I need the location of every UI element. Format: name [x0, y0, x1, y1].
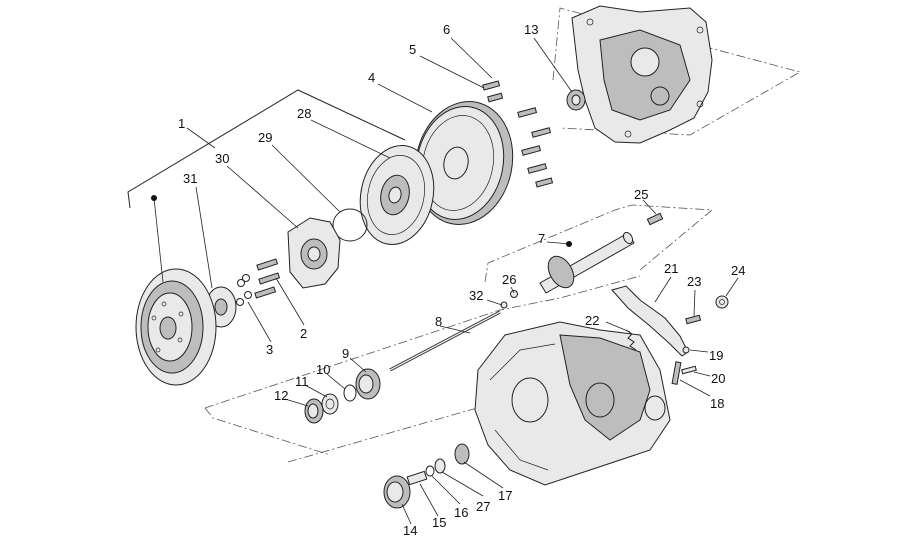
callout-10: 10: [316, 362, 330, 377]
callout-7: 7: [538, 231, 545, 246]
spring-22: [625, 329, 637, 351]
callout-3: 3: [266, 342, 273, 357]
pin-19: [682, 346, 690, 354]
input-shaft-7: [539, 231, 635, 294]
callout-31: 31: [183, 171, 197, 186]
spacer-26: [510, 290, 518, 298]
callout-25: 25: [634, 187, 648, 202]
pin-18: [671, 361, 682, 385]
callout-30: 30: [215, 151, 229, 166]
seal-12: [304, 398, 324, 424]
bearing-14: [383, 475, 411, 509]
leader-lines: [151, 37, 739, 525]
pin-23: [685, 314, 702, 325]
callout-8: 8: [435, 314, 442, 329]
callout-18: 18: [710, 396, 724, 411]
callout-5: 5: [409, 42, 416, 57]
callout-labels: 1 2 3 4 5 6 7 8 9 10 11 12 13 14 15 16 1…: [178, 22, 745, 538]
washers-3: [236, 274, 252, 306]
nut-13: [566, 89, 586, 111]
seal-11: [321, 393, 339, 415]
pin-20: [681, 365, 697, 375]
clutch-kit-bracket: [127, 89, 406, 209]
callout-23: 23: [687, 274, 701, 289]
circlip-29: [332, 208, 368, 242]
callout-32: 32: [469, 288, 483, 303]
callout-24: 24: [731, 263, 745, 278]
boundary-middle: [204, 275, 641, 409]
callout-9: 9: [342, 346, 349, 361]
callout-27: 27: [476, 499, 490, 514]
callout-1: 1: [178, 116, 185, 131]
callout-14: 14: [403, 523, 417, 538]
housing-cover-boss: [630, 47, 660, 77]
pressure-plate-1: [135, 268, 217, 386]
plate-30: [287, 217, 341, 289]
callout-2: 2: [300, 326, 307, 341]
callout-12: 12: [274, 388, 288, 403]
sleeve-15: [406, 470, 428, 486]
callout-26: 26: [502, 272, 516, 287]
housing-cover-hub: [650, 86, 670, 106]
callout-11: 11: [295, 374, 309, 389]
callout-17: 17: [498, 488, 512, 503]
bell-housing-cover: [571, 5, 713, 144]
callout-21: 21: [664, 261, 678, 276]
ring-16: [425, 465, 435, 477]
nut-24: [715, 295, 729, 309]
callout-4: 4: [368, 70, 375, 85]
callout-16: 16: [454, 505, 468, 520]
callout-6: 6: [443, 22, 450, 37]
ring-10: [343, 384, 357, 402]
callout-20: 20: [711, 371, 725, 386]
boundary-shaft-group: [484, 204, 714, 283]
callout-22: 22: [585, 313, 599, 328]
bolts-2: [254, 258, 281, 299]
housing-bolt-hole-3: [696, 100, 704, 108]
clutch-disc-28: [359, 145, 435, 245]
bolts-5-6: [482, 80, 554, 188]
callout-13: 13: [524, 22, 538, 37]
pin-25: [646, 212, 664, 226]
washer-27: [434, 458, 446, 474]
callout-28: 28: [297, 106, 311, 121]
callout-29: 29: [258, 130, 272, 145]
bearing-9: [355, 368, 381, 400]
boundary-lower: [204, 407, 331, 456]
callout-19: 19: [709, 348, 723, 363]
gearbox-housing: [474, 321, 671, 486]
callout-15: 15: [432, 515, 446, 530]
bushing-17: [454, 443, 470, 465]
housing-bolt-hole-2: [696, 26, 704, 34]
housing-bolt-hole-4: [624, 130, 632, 138]
housing-bolt-hole-1: [586, 18, 594, 26]
